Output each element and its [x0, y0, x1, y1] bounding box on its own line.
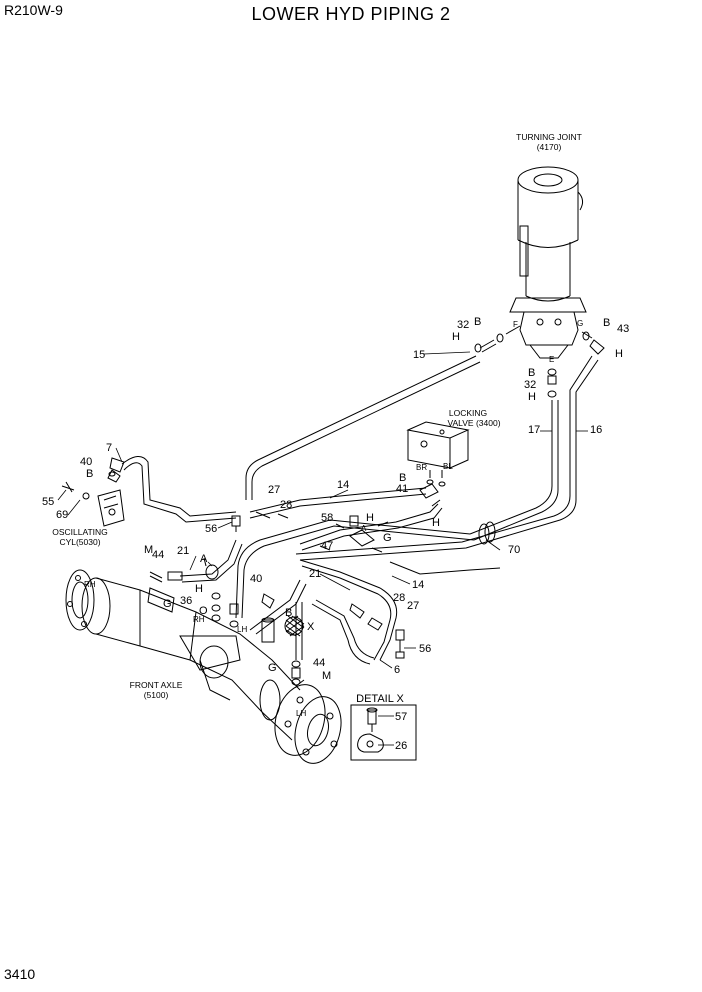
label-f: F	[513, 320, 518, 329]
label-14-lower: 14	[412, 579, 424, 591]
label-32-mid: 32	[524, 379, 536, 391]
label-15: 15	[413, 349, 425, 361]
label-70: 70	[508, 544, 520, 556]
label-43: 43	[617, 323, 629, 335]
turning-joint-caption-1: TURNING JOINT	[516, 132, 582, 142]
label-g-tj: G	[577, 319, 583, 328]
label-g-lower: G	[268, 662, 277, 674]
label-7: 7	[106, 442, 112, 454]
label-21-lower: 21	[309, 568, 321, 580]
oscillating-cyl-caption-2: CYL(5030)	[59, 537, 100, 547]
label-40-mid: 40	[250, 573, 262, 585]
label-e: E	[549, 355, 554, 364]
label-44-upper: 44	[152, 549, 164, 561]
label-h-mid: H	[528, 391, 536, 403]
label-rh-fitting: RH	[193, 615, 205, 624]
leader-lines	[57, 351, 588, 746]
label-h-axle: H	[195, 583, 203, 595]
hose-lines	[121, 355, 599, 665]
callout-labels: 32 B H F G B 43 H E B 32 H 15 17 16 BR B…	[42, 316, 629, 752]
label-27-upper: 27	[268, 484, 280, 496]
label-g-axle: G	[163, 598, 172, 610]
label-m-lower: M	[322, 670, 331, 682]
label-g-manifold: G	[383, 532, 392, 544]
label-rh-axle: RH	[84, 580, 96, 589]
label-b-upper: B	[474, 316, 481, 328]
front-axle-caption-2: (5100)	[144, 690, 169, 700]
label-m-upper: M	[144, 544, 153, 556]
oscillating-cyl-caption-1: OSCILLATING	[52, 527, 108, 537]
label-h-58: H	[366, 512, 374, 524]
label-b-lv: B	[399, 472, 406, 484]
label-21-upper: 21	[177, 545, 189, 557]
label-44-lower: 44	[313, 657, 325, 669]
label-56-lower: 56	[419, 643, 431, 655]
label-32-upper: 32	[457, 319, 469, 331]
label-47: 47	[321, 540, 333, 552]
locking-valve-caption-2: VALVE (3400)	[447, 418, 500, 428]
label-a-manifold: A	[361, 524, 367, 533]
label-69: 69	[56, 509, 68, 521]
label-27-lower: 27	[407, 600, 419, 612]
label-lh-axle: LH	[296, 709, 306, 718]
label-36: 36	[180, 595, 192, 607]
label-bl: BL	[443, 462, 453, 471]
axle-fittings	[108, 457, 441, 687]
page-number: 3410	[4, 966, 36, 982]
label-h-lv: H	[432, 517, 440, 529]
label-b-mid2: B	[285, 607, 292, 619]
label-28-upper: 28	[280, 499, 292, 511]
label-br: BR	[416, 463, 427, 472]
front-axle-caption-1: FRONT AXLE	[130, 680, 183, 690]
label-57: 57	[395, 711, 407, 723]
label-28-lower: 28	[393, 592, 405, 604]
turning-joint-fittings	[474, 325, 605, 398]
label-40-left: 40	[80, 456, 92, 468]
label-o: O	[199, 605, 208, 617]
label-14-upper: 14	[337, 479, 349, 491]
page-title: LOWER HYD PIPING 2	[251, 4, 451, 24]
locking-valve-block-drawing	[406, 421, 470, 487]
label-h-upper: H	[452, 331, 460, 343]
label-b-left: B	[86, 468, 93, 480]
label-6: 6	[394, 664, 400, 676]
label-56-upper: 56	[205, 523, 217, 535]
turning-joint-caption-2: (4170)	[537, 142, 562, 152]
label-lh-fitting: LH	[237, 625, 247, 634]
locking-valve-caption-1: LOCKING	[449, 408, 487, 418]
front-axle-drawing	[65, 569, 342, 764]
label-17: 17	[528, 424, 540, 436]
label-b-mid: B	[528, 367, 535, 379]
turning-joint-drawing	[509, 166, 587, 359]
label-a-axle: A	[200, 553, 208, 565]
label-h-right: H	[615, 348, 623, 360]
model-code: R210W-9	[4, 2, 63, 18]
detail-x-fitting-drawing	[350, 704, 417, 761]
label-55: 55	[42, 496, 54, 508]
label-58: 58	[321, 512, 333, 524]
clamp-70	[478, 521, 496, 545]
label-16: 16	[590, 424, 602, 436]
label-x: X	[307, 621, 315, 633]
label-41: 41	[396, 483, 408, 495]
label-26: 26	[395, 740, 407, 752]
detail-x-title: DETAIL X	[356, 693, 404, 705]
label-b-right: B	[603, 317, 610, 329]
